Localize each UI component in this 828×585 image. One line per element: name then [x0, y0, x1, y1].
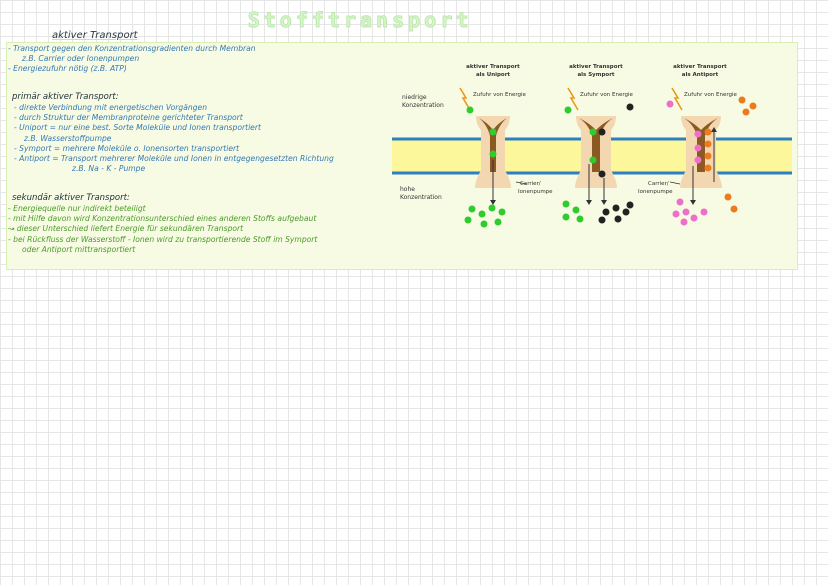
carrier-pointer: [669, 181, 681, 185]
secondary-list: - Energiequelle nur indirekt beteiligt -…: [8, 204, 317, 255]
energy-arrow-icon: [459, 87, 471, 111]
primary-line: z.B. Na - K - Pumpe: [72, 164, 146, 174]
panel-title: als Antiport: [682, 72, 719, 78]
intro-line: - Transport gegen den Konzentrationsgrad…: [8, 44, 256, 53]
panel-title: als Uniport: [476, 72, 510, 78]
symport-panel: aktiver Transport als Symport Zufuhr von…: [562, 64, 634, 224]
secondary-line: oder Antiport mittransportiert: [22, 244, 136, 254]
secondary-line: - Energiequelle nur indirekt beteiligt: [8, 204, 146, 213]
secondary-line: ↝ dieser Unterschied liefert Energie für…: [8, 224, 244, 234]
carrier-label: Ionenpumpe: [638, 189, 673, 195]
section-heading: aktiver Transport: [52, 30, 138, 41]
intro-line: - Energiezufuhr nötig (z.B. ATP): [8, 64, 127, 74]
low-concentration-label: niedrige: [402, 94, 427, 101]
molecule: [489, 128, 497, 136]
secondary-line: - mit Hilfe davon wird Konzentrationsunt…: [8, 214, 317, 224]
primary-list: - direkte Verbindung mit energetischen V…: [8, 103, 334, 174]
high-concentration-label: hohe: [400, 186, 415, 193]
panel-title: aktiver Transport: [466, 64, 520, 70]
carrier-channel: [579, 118, 613, 172]
energy-label: Zufuhr von Energie: [684, 92, 738, 98]
panel-title: aktiver Transport: [569, 64, 623, 70]
carrier-pointer: [515, 181, 527, 185]
low-concentration-label: Konzentration: [402, 102, 444, 109]
panel-title: als Symport: [577, 72, 614, 78]
primary-line: - Symport = mehrere Moleküle o. Ionensor…: [14, 143, 240, 153]
molecule: [489, 150, 497, 158]
carrier-channel: [479, 118, 507, 172]
energy-arrow-icon: [671, 87, 683, 111]
primary-line: z.B. Wasserstoffpumpe: [24, 133, 112, 143]
page-title: Stofftransport: [247, 8, 473, 33]
intro-list: - Transport gegen den Konzentrationsgrad…: [8, 44, 256, 75]
secondary-line: - bei Rückfluss der Wasserstoff - Ionen …: [8, 234, 318, 244]
secondary-heading: sekundär aktiver Transport:: [12, 193, 130, 203]
primary-line: - durch Struktur der Membranproteine ger…: [14, 113, 243, 123]
primary-line: - Uniport = nur eine best. Sorte Molekül…: [14, 123, 261, 133]
primary-line: - direkte Verbindung mit energetischen V…: [14, 103, 208, 112]
uniport-panel: aktiver Transport als Uniport Zufuhr von…: [459, 64, 553, 228]
carrier-label: Carrier/: [520, 181, 541, 187]
intro-line: z.B. Carrier oder Ionenpumpen: [22, 54, 140, 64]
carrier-label: Carrier/: [648, 181, 669, 187]
carrier-channel: [684, 118, 718, 172]
carrier-label: Ionenpumpe: [518, 189, 553, 195]
energy-arrow-icon: [567, 87, 579, 111]
high-concentration-label: Konzentration: [400, 194, 442, 201]
primary-heading: primär aktiver Transport:: [12, 92, 119, 102]
energy-label: Zufuhr von Energie: [473, 92, 527, 98]
molecule: [466, 106, 474, 114]
active-transport-diagram: niedrige Konzentration hohe Konzentratio…: [392, 64, 792, 228]
antiport-panel: aktiver Transport als Antiport Zufuhr vo…: [638, 64, 757, 226]
energy-label: Zufuhr von Energie: [580, 92, 634, 98]
panel-title: aktiver Transport: [673, 64, 727, 70]
primary-line: - Antiport = Transport mehrerer Moleküle…: [14, 154, 334, 164]
